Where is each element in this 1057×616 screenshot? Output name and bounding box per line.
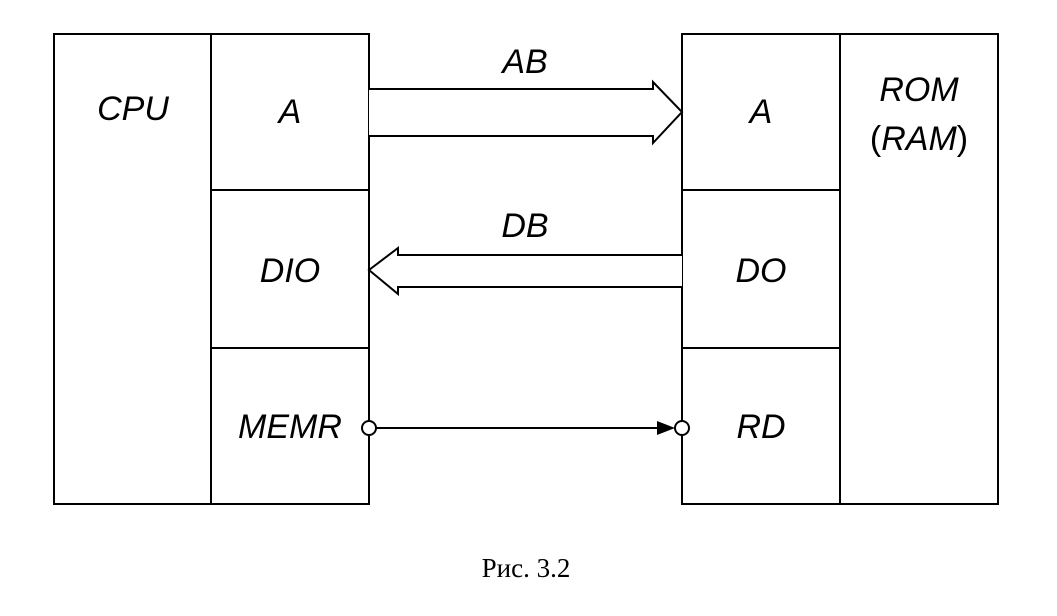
cpu-port-dio: DIO <box>260 252 320 290</box>
data-bus-arrow <box>367 245 682 297</box>
address-bus-label: AB <box>500 43 547 81</box>
read-control-line <box>361 420 690 436</box>
cpu-block: CPU A DIO MEMR <box>53 33 370 505</box>
rd-inversion-bubble <box>674 420 690 436</box>
memory-port-do: DO <box>736 252 787 290</box>
address-bus-arrow <box>369 79 684 146</box>
figure-caption: Рис. 3.2 <box>482 553 571 583</box>
memory-title-paren-open: ( <box>870 120 882 158</box>
memory-title-ram-text: RAM <box>881 120 957 158</box>
memory-block: ROM (RAM) A DO RD <box>681 33 999 505</box>
data-bus: DB <box>367 207 682 297</box>
memory-port-a: A <box>748 93 773 131</box>
memory-title-ram: (RAM) <box>870 120 968 158</box>
memory-port-rd: RD <box>736 408 785 446</box>
cpu-title: CPU <box>97 90 169 128</box>
read-signal-arrowhead <box>657 421 675 435</box>
cpu-port-memr: MEMR <box>238 408 342 446</box>
memr-inversion-bubble <box>361 420 377 436</box>
memory-title-paren-close: ) <box>957 120 968 158</box>
data-bus-label: DB <box>501 207 548 245</box>
memory-title-rom: ROM <box>879 71 959 109</box>
address-bus: AB <box>369 43 684 146</box>
cpu-port-a: A <box>277 93 302 131</box>
